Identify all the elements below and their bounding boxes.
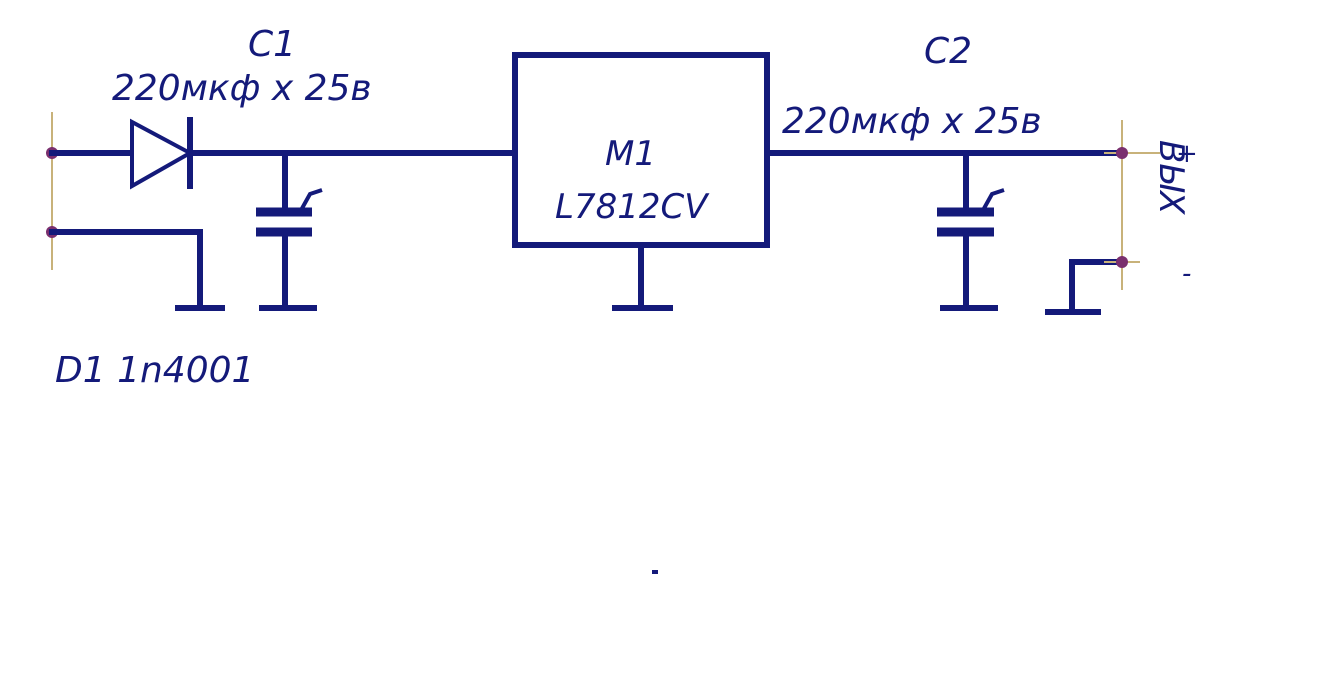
capacitor-c2-symbol (937, 150, 1005, 311)
input-terminals (46, 112, 58, 270)
output-terminal-plus (1116, 147, 1128, 159)
output-minus-label: - (1182, 259, 1191, 289)
diode-d1-symbol (130, 117, 195, 190)
input-wire (49, 150, 225, 311)
regulator-m1-symbol (512, 52, 770, 311)
stray-mark (652, 570, 658, 574)
output-plus-label: + (1176, 139, 1198, 169)
output-label: ВЫХ (1151, 140, 1191, 215)
m1-part-label: L7812CV (555, 187, 710, 227)
c1-ref-label: C1 (248, 24, 296, 65)
output-terminal-minus (1116, 256, 1128, 268)
c2-ref-label: C2 (924, 31, 972, 72)
output-ground-wire (1045, 259, 1125, 315)
c2-value-label: 220мкф х 25в (782, 101, 1042, 142)
c1-value-label: 220мкф х 25в (112, 68, 372, 109)
d1-label: D1 1n4001 (55, 350, 254, 391)
output-terminals (1104, 120, 1160, 290)
capacitor-c1-symbol (256, 150, 323, 311)
m1-ref-label: M1 (605, 134, 656, 174)
